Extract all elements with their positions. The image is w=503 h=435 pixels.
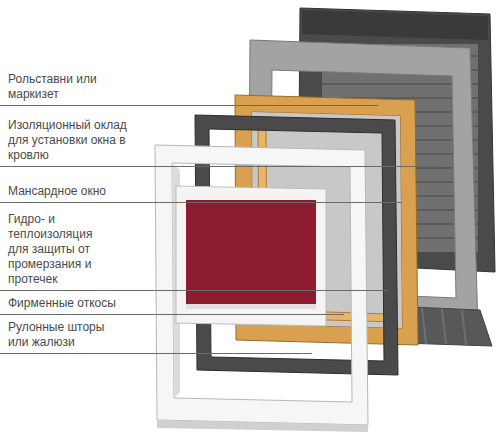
leader-line [0, 314, 344, 315]
blind-casing [176, 186, 326, 326]
leader-line [0, 202, 402, 203]
leader-line [0, 353, 312, 354]
lining-sill [157, 420, 368, 432]
part-label: Рольставни или маркизет [8, 72, 98, 102]
part-label: Гидро- и теплоизоляция для защиты от про… [8, 212, 113, 287]
leader-line [0, 105, 378, 106]
part-label: Рулонные шторы или жалюзи [8, 320, 108, 350]
lining-frame [155, 145, 368, 425]
shutter-box [302, 10, 488, 40]
part-label: Фирменные откосы [8, 296, 188, 311]
leader-line [0, 290, 388, 291]
leader-line [0, 166, 442, 167]
blind-rail [186, 304, 316, 309]
part-label: Мансардное окно [8, 184, 188, 199]
part-label: Изоляционный оклад для установки окна в … [8, 118, 138, 163]
